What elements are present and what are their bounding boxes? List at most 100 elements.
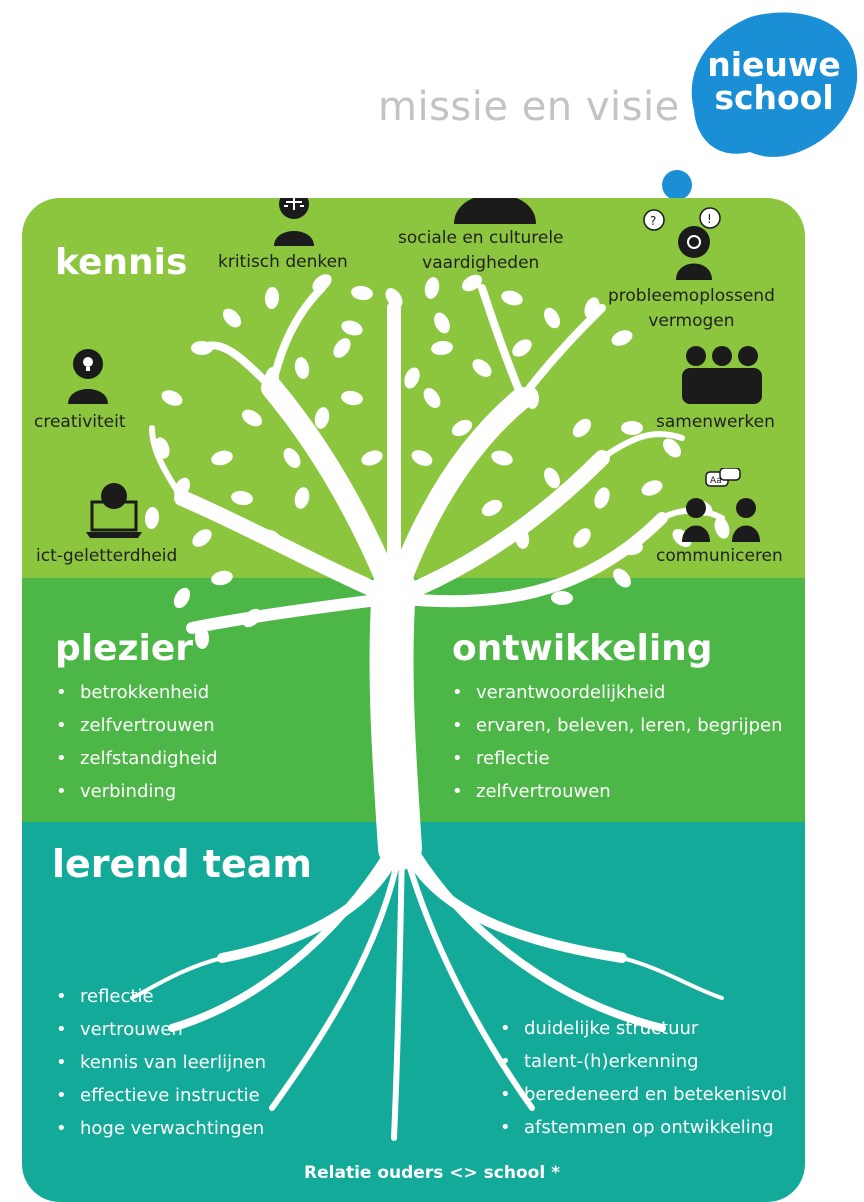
skill-probleemoplossend-line2: vermogen xyxy=(648,311,735,331)
tree-leaf xyxy=(264,367,280,389)
tree-leaf xyxy=(211,450,233,466)
tree-leaf xyxy=(333,338,351,358)
skill-sociale-line2: vaardigheden xyxy=(422,253,540,273)
ontwikkeling-item: ervaren, beleven, leren, begrijpen xyxy=(452,709,782,742)
skill-sociale-line1: sociale en culturele xyxy=(398,228,564,248)
lerend-team-item: effectieve instructie xyxy=(56,1079,266,1112)
tree-leaf xyxy=(312,274,332,292)
tree-leaf xyxy=(573,528,591,548)
tree-leaf xyxy=(451,419,473,437)
tree-leaf xyxy=(211,570,233,586)
tree-leaf xyxy=(173,477,191,499)
scales-person-icon xyxy=(274,198,314,246)
lerend-team-item: hoge verwachtingen xyxy=(56,1112,266,1145)
lerend-team-item: duidelijke structuur xyxy=(500,1012,787,1045)
tree-leaf xyxy=(572,418,592,438)
tree-leaf xyxy=(461,274,483,292)
tree-leaf xyxy=(424,277,440,299)
tree-leaf xyxy=(341,320,363,336)
skill-kritisch-denken: kritisch denken xyxy=(218,252,348,272)
ontwikkeling-title: ontwikkeling xyxy=(452,628,713,669)
ontwikkeling-item: reflectie xyxy=(452,742,782,775)
tree-leaf xyxy=(621,540,643,556)
tree-leaf xyxy=(385,288,403,308)
lerend-team-title: lerend team xyxy=(52,842,312,886)
plezier-title: plezier xyxy=(55,628,193,669)
tree-leaf xyxy=(241,409,263,427)
logo-line-1: nieuwe xyxy=(707,45,841,84)
ontwikkeling-item: zelfvertrouwen xyxy=(452,775,782,808)
lerend-team-left-list: reflectie vertrouwen kennis van leerlijn… xyxy=(56,980,266,1145)
tree-leaf xyxy=(472,359,492,377)
skill-sociale: sociale en culturele vaardigheden xyxy=(398,226,564,276)
svg-text:Aa: Aa xyxy=(710,476,722,486)
school-logo xyxy=(691,12,858,157)
tree-leaf xyxy=(154,437,170,459)
lerend-team-item: beredeneerd en betekenisvol xyxy=(500,1078,787,1111)
tree-leaf xyxy=(544,467,560,489)
plezier-item: verbinding xyxy=(56,775,218,808)
tree-leaf xyxy=(264,287,280,309)
tree-leaf xyxy=(641,480,663,496)
skill-probleemoplossend-line1: probleemoplossend xyxy=(608,286,775,306)
tree-leaf xyxy=(613,568,631,588)
tree-leaf xyxy=(173,587,191,609)
skill-creativiteit: creativiteit xyxy=(34,412,126,432)
lerend-team-item: reflectie xyxy=(56,980,266,1013)
laptop-person-icon xyxy=(86,483,142,538)
tree-leaf xyxy=(404,367,420,389)
tree-leaf xyxy=(294,487,310,509)
svg-text:?: ? xyxy=(650,214,656,228)
tree-leaf xyxy=(714,517,730,539)
tree-leaf xyxy=(434,312,450,334)
lerend-team-item: vertrouwen xyxy=(56,1013,266,1046)
tree-leaf xyxy=(584,297,600,319)
tree-leaf xyxy=(544,307,560,329)
lerend-team-right-list: duidelijke structuur talent-(h)erkenning… xyxy=(500,1012,787,1144)
lerend-team-item: kennis van leerlijnen xyxy=(56,1046,266,1079)
plezier-item: betrokkenheid xyxy=(56,676,218,709)
tree-leaf xyxy=(411,450,433,466)
group-icon xyxy=(454,198,536,224)
skill-samenwerken: samenwerken xyxy=(656,412,775,432)
tree-leaf xyxy=(262,529,282,547)
mission-card: kennis kritisch denken sociale en cultur… xyxy=(22,198,805,1202)
footer-relatie: Relatie ouders <> school * xyxy=(304,1163,560,1183)
lerend-team-item: talent-(h)erkenning xyxy=(500,1045,787,1078)
tree-leaf xyxy=(191,341,213,355)
logo-bubble-dot xyxy=(662,170,692,200)
tree-leaf xyxy=(222,308,242,328)
skill-probleemoplossend: probleemoplossend vermogen xyxy=(608,284,775,334)
tree-leaf xyxy=(621,420,643,436)
tree-illustration xyxy=(130,274,730,1141)
tree-leaf xyxy=(512,339,532,357)
tree-leaf xyxy=(431,340,453,356)
logo-text: nieuwe school xyxy=(694,48,854,114)
plezier-item: zelfstandigheid xyxy=(56,742,218,775)
tree-leaf xyxy=(481,499,503,517)
gears-person-icon: ? ! xyxy=(643,207,721,280)
tree-leaf xyxy=(144,507,160,529)
skill-ict-geletterdheid: ict-geletterdheid xyxy=(36,546,178,566)
tree-leaf xyxy=(351,285,373,301)
tree-leaf xyxy=(361,450,383,466)
tree-leaf xyxy=(423,388,441,408)
lightbulb-person-icon xyxy=(68,349,108,404)
tree-leaf xyxy=(231,490,253,506)
ontwikkeling-item: verantwoordelijkheid xyxy=(452,676,782,709)
skill-communiceren: communiceren xyxy=(656,546,783,566)
tree-leaf xyxy=(611,330,633,346)
plezier-item: zelfvertrouwen xyxy=(56,709,218,742)
tree-leaf xyxy=(524,387,540,409)
tree-leaf xyxy=(514,527,530,549)
ontwikkeling-list: verantwoordelijkheid ervaren, beleven, l… xyxy=(452,676,782,808)
tree-leaf xyxy=(192,529,212,547)
logo-line-2: school xyxy=(714,78,834,117)
tree-leaf xyxy=(242,608,262,628)
svg-text:!: ! xyxy=(707,212,712,226)
team-icon xyxy=(682,346,762,404)
tree-leaf xyxy=(161,390,183,406)
tree-leaf xyxy=(294,357,310,379)
tree-leaf xyxy=(594,487,610,509)
tree-leaf xyxy=(491,450,513,466)
